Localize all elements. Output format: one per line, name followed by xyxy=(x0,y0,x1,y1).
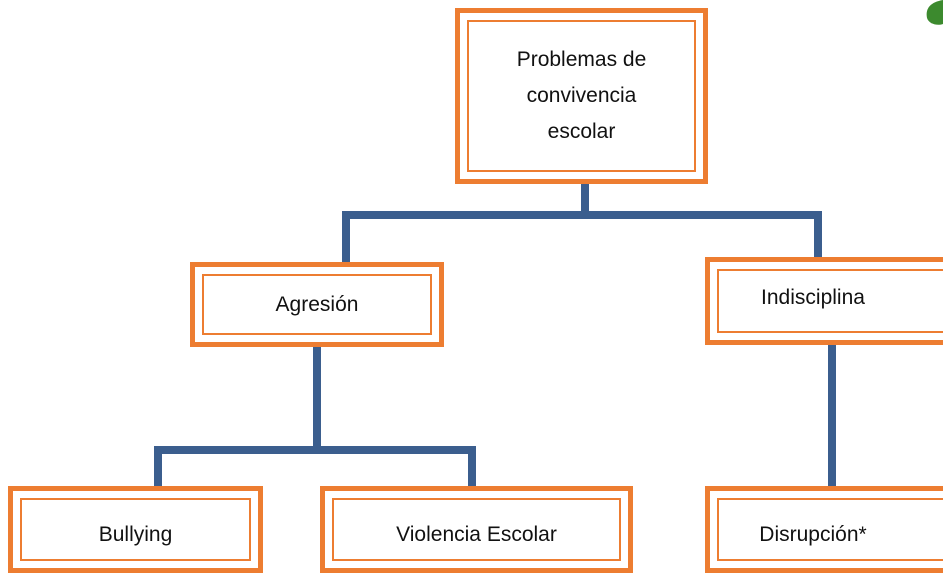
node-label: Problemas de convivencia escolar xyxy=(516,48,647,143)
node-indisciplina: Indisciplina xyxy=(705,257,943,345)
leaf-decoration-icon xyxy=(926,0,943,25)
node-label: Violencia Escolar xyxy=(396,522,557,546)
connector-agresion-to-bullying xyxy=(154,347,321,486)
node-label: Agresión xyxy=(275,292,359,316)
node-disrupcion: Disrupción* xyxy=(705,486,943,573)
node-problemas-convivencia: Problemas de convivencia escolar xyxy=(455,8,708,184)
connector-root-to-agresion xyxy=(342,184,589,262)
node-label: Disrupción* xyxy=(759,522,867,546)
node-violencia-escolar: Violencia Escolar xyxy=(320,486,633,573)
node-label: Indisciplina xyxy=(761,286,865,309)
node-label: Bullying xyxy=(98,522,173,546)
node-agresion: Agresión xyxy=(190,262,444,347)
connector-root-to-indisciplina xyxy=(581,184,822,257)
connector-agresion-to-violencia xyxy=(313,347,476,486)
node-bullying: Bullying xyxy=(8,486,263,573)
